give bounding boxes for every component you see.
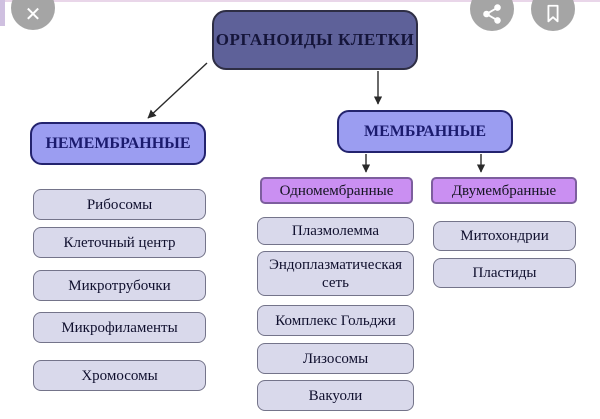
branch-membrane: МЕМБРАННЫЕ (337, 110, 513, 153)
leaf-ribosomes: Рибосомы (33, 189, 206, 220)
leaf-microtubules: Микротрубочки (33, 270, 206, 301)
close-icon: ✕ (24, 2, 42, 26)
leaf-lysosomes: Лизосомы (257, 343, 414, 374)
leaf-plastids: Пластиды (433, 258, 576, 288)
leaf-golgi-complex: Комплекс Гольджи (257, 305, 414, 336)
subgroup-single-membrane: Одномембранные (260, 177, 413, 204)
share-icon (483, 4, 501, 24)
leaf-plasmolemma: Плазмолемма (257, 217, 414, 245)
left-edge-strip (0, 0, 5, 26)
leaf-endoplasmic-reticulum: Эндоплазматическая сеть (257, 251, 414, 296)
branch-non-membrane: НЕМЕМБРАННЫЕ (30, 122, 206, 165)
close-button[interactable]: ✕ (11, 0, 55, 30)
diagram-title: ОРГАНОИДЫ КЛЕТКИ (212, 10, 418, 70)
leaf-microfilaments: Микрофиламенты (33, 312, 206, 343)
subgroup-double-membrane: Двумембранные (431, 177, 577, 204)
share-button[interactable] (470, 0, 514, 31)
leaf-vacuoles: Вакуоли (257, 380, 414, 411)
top-highlight-strip (0, 0, 600, 2)
bookmark-icon (547, 4, 559, 23)
leaf-mitochondria: Митохондрии (433, 221, 576, 251)
leaf-cell-center: Клеточный центр (33, 227, 206, 258)
leaf-chromosomes: Хромосомы (33, 360, 206, 391)
bookmark-button[interactable] (531, 0, 575, 31)
